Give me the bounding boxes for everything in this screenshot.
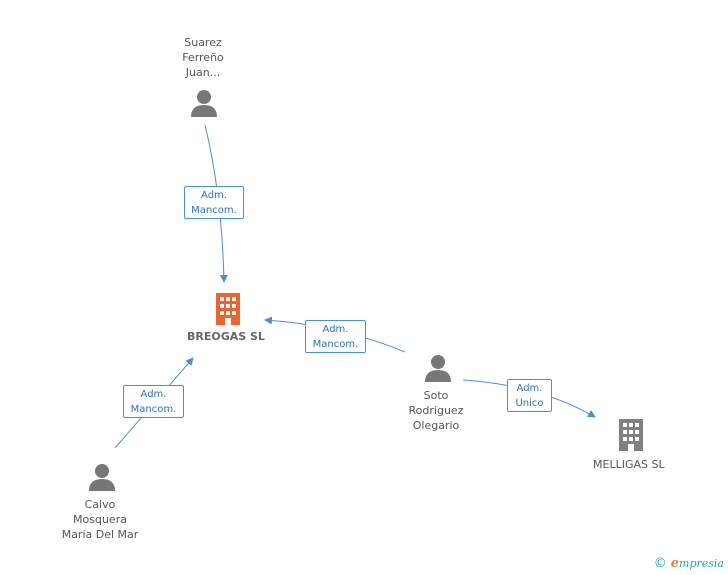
role-line: Mancom. xyxy=(312,339,359,350)
building-icon[interactable] xyxy=(615,418,647,452)
person-icon[interactable] xyxy=(190,89,218,118)
person-name-line: Suarez xyxy=(184,36,222,49)
person-name-line: Soto xyxy=(423,389,449,402)
person-name-line: Calvo xyxy=(84,498,116,511)
copyright-icon: © xyxy=(653,556,667,571)
person-icon[interactable] xyxy=(88,463,116,492)
brand-name: mpresia xyxy=(679,557,724,570)
person-name-line: Rodriguez xyxy=(408,404,464,417)
person-name-line: Ferreño xyxy=(182,51,224,64)
brand-e: e xyxy=(670,556,680,571)
role-line: Adm. xyxy=(201,190,227,201)
person-name-line: Maria Del Mar xyxy=(61,528,139,541)
role-line: Adm. xyxy=(516,383,543,394)
company-melligas-label[interactable]: MELLIGAS SL xyxy=(593,458,665,471)
role-line: Mancom. xyxy=(130,404,177,415)
person-name-line: Juan... xyxy=(185,66,221,79)
role-badge-calvo-breogas[interactable]: Adm. Mancom. xyxy=(123,385,184,418)
empresia-brand: ©empresia xyxy=(654,556,724,571)
building-icon[interactable] xyxy=(212,292,244,326)
person-suarez-name[interactable]: Suarez Ferreño Juan... xyxy=(162,35,244,80)
person-calvo-name[interactable]: Calvo Mosquera Maria Del Mar xyxy=(50,497,150,542)
role-badge-suarez-breogas[interactable]: Adm. Mancom. xyxy=(184,186,244,219)
role-line: Unico xyxy=(515,398,544,409)
role-badge-soto-breogas[interactable]: Adm. Mancom. xyxy=(305,320,366,353)
person-soto-name[interactable]: Soto Rodriguez Olegario xyxy=(390,388,482,433)
person-name-line: Olegario xyxy=(412,419,460,432)
role-badge-soto-melligas[interactable]: Adm. Unico xyxy=(507,379,552,412)
role-line: Adm. xyxy=(140,389,167,400)
person-name-line: Mosquera xyxy=(73,513,127,526)
company-breogas-label[interactable]: BREOGAS SL xyxy=(187,330,265,343)
role-line: Mancom. xyxy=(191,205,237,216)
person-icon[interactable] xyxy=(424,354,452,383)
role-line: Adm. xyxy=(322,324,349,335)
